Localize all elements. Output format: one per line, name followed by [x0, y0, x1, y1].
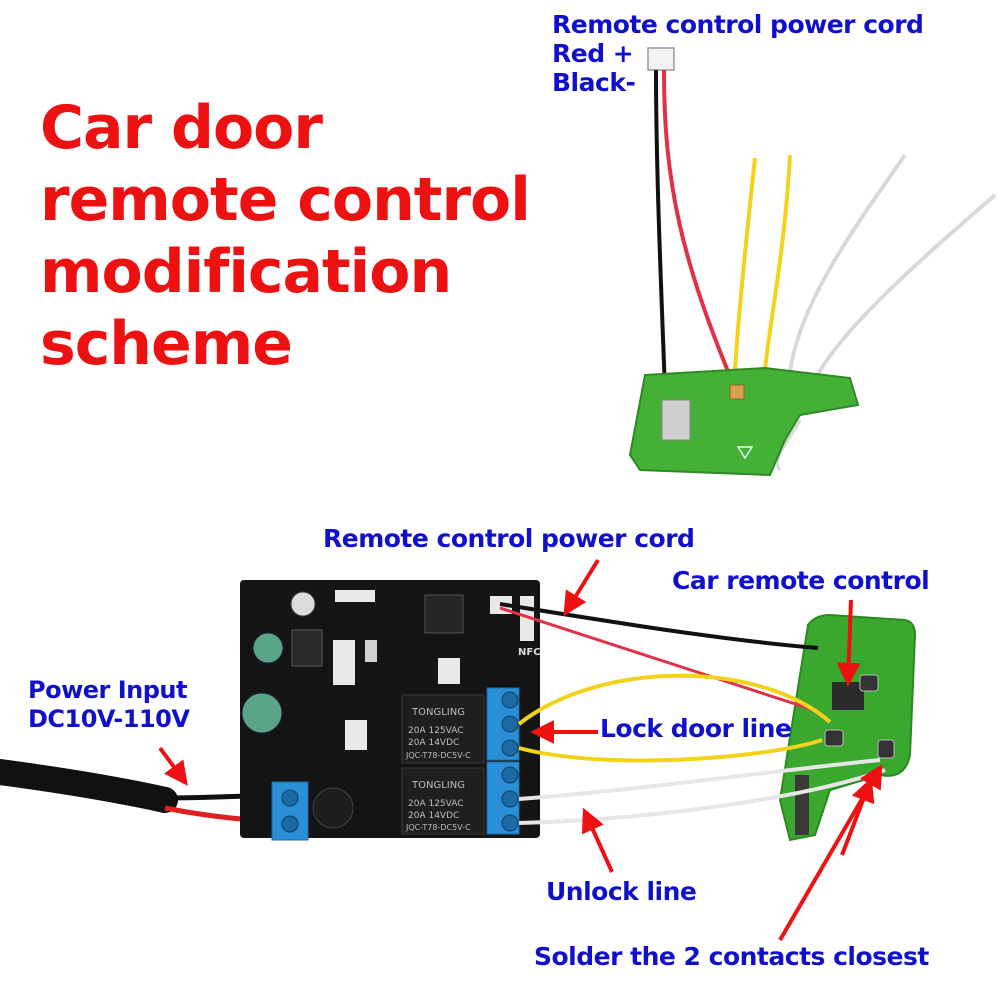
power-input-arrow: [158, 746, 188, 786]
remote-button: [877, 739, 895, 759]
top-power-cord-label: Remote control power cord Red + Black-: [552, 10, 924, 97]
power-input-label: Power Input DC10V-110V: [28, 676, 190, 734]
connector-header: [335, 590, 375, 602]
connector-header: [438, 658, 460, 684]
microcontroller-chip: [424, 594, 464, 634]
remote-button: [859, 674, 879, 692]
relay-1-model: JQC-T78-DC5V-C: [405, 751, 471, 760]
interconnect-wires: [499, 602, 886, 825]
top-remote-assembly: [628, 47, 997, 477]
car-remote-label: Car remote control: [672, 566, 930, 595]
relay-1-rating: 20A 125VAC: [408, 726, 464, 736]
terminal-screw: [281, 815, 299, 833]
title-line: modification: [40, 237, 452, 307]
relay-2: [401, 767, 485, 835]
power-cord-arrow: [563, 558, 600, 617]
terminal-screw: [501, 691, 519, 709]
relay-1-rating: 20A 14VDC: [408, 738, 459, 748]
terminal-screw: [501, 715, 519, 733]
remote-battery-clip: [795, 775, 809, 835]
remote-power-cord-label: Remote control power cord: [323, 524, 695, 553]
lock-wire: [518, 738, 823, 763]
relay-2-brand: TONGLING: [411, 780, 465, 791]
top-white-wire: [788, 153, 907, 373]
remote-button: [824, 729, 844, 747]
top-black-wire: [654, 69, 667, 391]
terminal-screw: [281, 789, 299, 807]
car-remote-arrow: [836, 599, 861, 687]
inductor: [291, 629, 323, 667]
label-line: Remote control power cord: [552, 10, 924, 39]
label-line: DC10V-110V: [28, 705, 190, 733]
top-yellow-wire: [733, 157, 757, 371]
relay-board: TONGLING 20A 125VAC 20A 14VDC JQC-T78-DC…: [240, 580, 541, 841]
buzzer: [312, 787, 354, 829]
top-remote-pcb: [628, 366, 860, 477]
solder-arrow: [840, 777, 875, 856]
relay-2-rating: 20A 14VDC: [408, 811, 459, 821]
label-line: Black-: [552, 68, 636, 97]
nfc-label: NFC: [518, 647, 541, 658]
relay-1-brand: TONGLING: [411, 707, 465, 718]
capacitor: [290, 591, 316, 617]
relay-2-rating: 20A 125VAC: [408, 799, 464, 809]
top-red-wire: [662, 69, 742, 401]
connector-header: [345, 720, 367, 750]
power-cable-jacket: [0, 759, 178, 813]
terminal-screw: [501, 739, 519, 757]
lock-door-line-label: Lock door line: [600, 714, 792, 743]
remote-black-wire: [499, 602, 819, 650]
top-yellow-wire: [763, 154, 792, 371]
unlock-wire: [518, 758, 881, 801]
remote-red-wire: [499, 606, 821, 714]
label-line: Red +: [552, 39, 634, 68]
triangle-mark: [736, 446, 754, 460]
remote-chip: [832, 682, 864, 710]
relay-2-model: JQC-T78-DC5V-C: [405, 823, 471, 832]
terminal-screw: [501, 814, 519, 832]
terminal-screw: [501, 790, 519, 808]
solder-pad: [729, 384, 745, 400]
unlock-line-label: Unlock line: [546, 877, 697, 906]
top-power-connector: [647, 47, 675, 71]
unlock-wire: [518, 768, 886, 825]
power-cable: [0, 759, 283, 825]
unlock-line-arrow: [581, 807, 614, 873]
title-line: remote control: [40, 165, 531, 235]
solder-contacts-label: Solder the 2 contacts closest: [534, 942, 929, 971]
capacitor: [252, 632, 284, 664]
capacitor: [241, 692, 283, 734]
relay-1: [401, 694, 485, 764]
top-white-wire: [813, 193, 997, 381]
label-line: Power Input: [28, 676, 187, 704]
push-button: [365, 640, 377, 662]
terminal-screw: [501, 766, 519, 784]
title-line: scheme: [40, 309, 293, 379]
diagram-title: Car door remote control modification sch…: [40, 92, 531, 380]
title-line: Car door: [40, 93, 323, 163]
battery-contact: [661, 399, 691, 441]
lock-wire: [517, 673, 832, 726]
connector-header: [333, 640, 355, 685]
